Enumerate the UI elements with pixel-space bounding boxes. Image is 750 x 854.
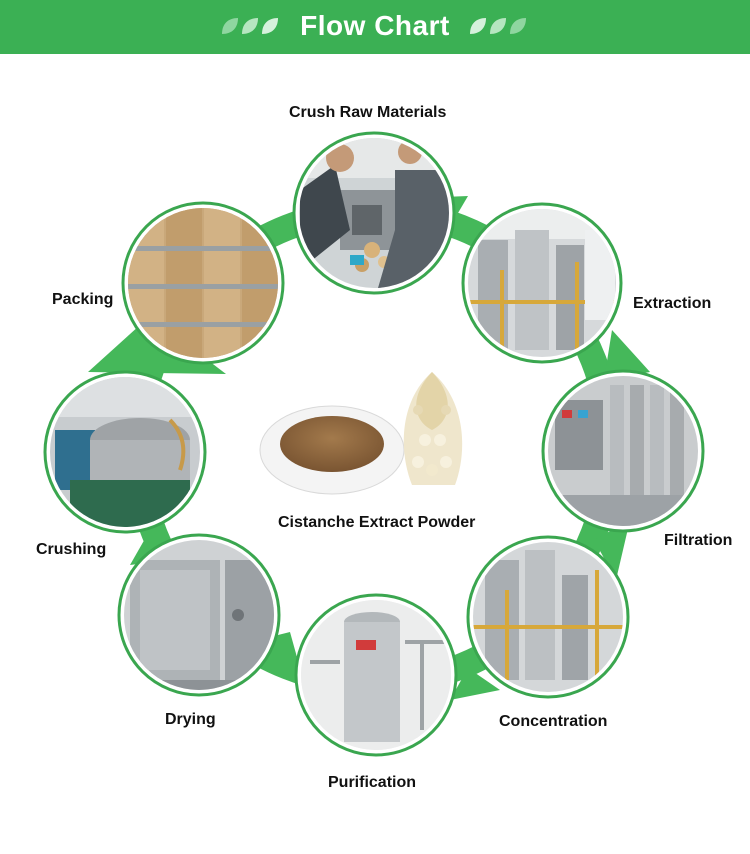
flow-arrow xyxy=(594,520,630,580)
leaf-icon xyxy=(242,18,258,34)
leaf-icon xyxy=(490,18,506,34)
stage-label-concentration: Concentration xyxy=(499,713,608,730)
stage-label-purification: Purification xyxy=(328,774,417,791)
flow-arrow xyxy=(450,668,500,700)
stage-photo-concentration xyxy=(466,535,630,699)
leaf-icon xyxy=(470,18,486,34)
stage-photo-extraction xyxy=(461,202,623,364)
stage-label-packing: Packing xyxy=(52,291,114,308)
cistanche-plant-image xyxy=(403,372,463,485)
leaf-icon xyxy=(222,18,238,34)
stage-photo-purification xyxy=(294,593,458,757)
page-title: Flow Chart xyxy=(300,10,450,41)
stage-photo-crush-raw-materials xyxy=(292,131,456,295)
stage-label-crush-raw-materials: Crush Raw Materials xyxy=(289,104,447,121)
header-banner xyxy=(0,0,750,54)
stage-photo-drying xyxy=(117,533,281,697)
flow-arrow xyxy=(604,330,650,380)
stage-photo-packing xyxy=(121,201,285,365)
stage-label-drying: Drying xyxy=(165,711,216,728)
stage-photo-filtration xyxy=(541,369,705,533)
leaf-icon xyxy=(510,18,526,34)
stage-label-crushing: Crushing xyxy=(36,541,107,558)
leaf-icon xyxy=(262,18,278,34)
powder-bowl-image xyxy=(259,405,405,495)
stage-label-extraction: Extraction xyxy=(633,295,712,312)
stage-photo-crushing xyxy=(43,370,207,534)
stage-label-filtration: Filtration xyxy=(664,532,733,549)
center-product-label: Cistanche Extract Powder xyxy=(278,514,476,531)
